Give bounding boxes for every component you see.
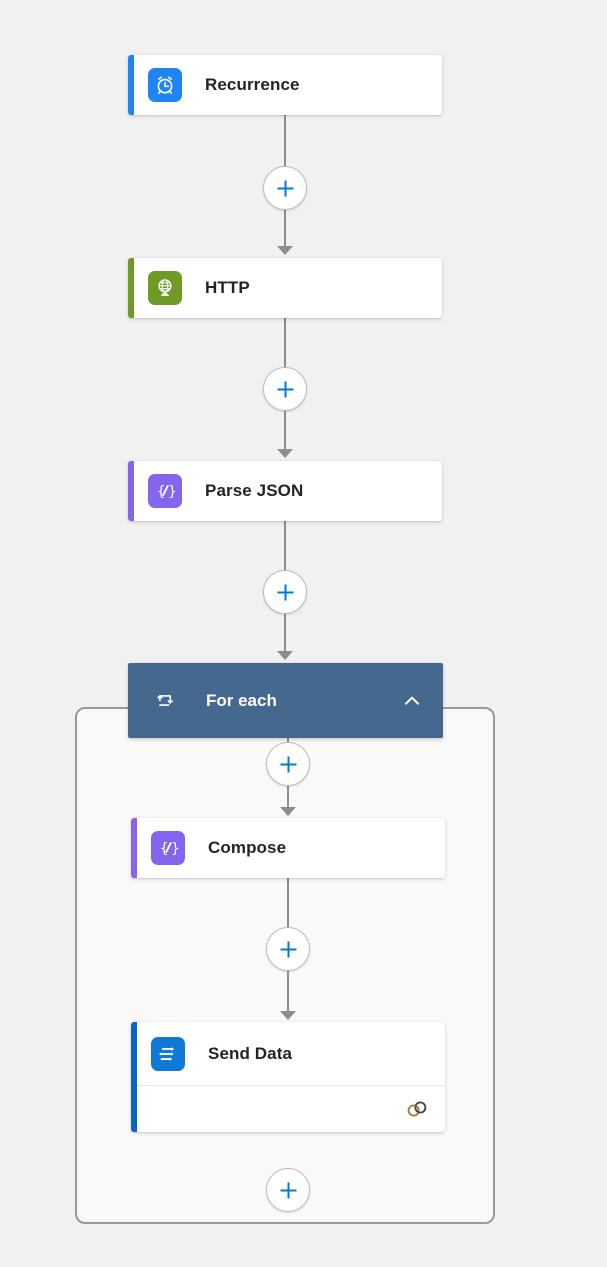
action-card-recurrence[interactable]: Recurrence [128,55,442,115]
action-card-send-data[interactable]: Send Data [131,1022,445,1132]
scope-card-label: For each [206,690,277,710]
plus-icon [277,584,293,600]
action-card-label: HTTP [205,278,250,297]
alarm-clock-icon [148,68,182,102]
loop-icon [153,689,176,712]
action-card-label: Parse JSON [205,481,304,500]
arrow-down-icon [277,651,293,660]
arrow-down-icon [277,246,293,255]
connection-link-icon[interactable] [402,1098,432,1120]
action-card-label: Compose [208,838,287,857]
braces-pencil-icon: { } [151,831,185,865]
action-card-compose[interactable]: { } Compose [131,818,445,878]
arrow-down-icon [280,807,296,816]
plus-icon [277,180,293,196]
accent-bar [131,818,137,878]
plus-icon [277,381,293,397]
accent-bar [128,55,134,115]
insert-step-button[interactable] [263,166,307,210]
svg-text:{: { [157,484,166,500]
insert-step-button[interactable] [266,742,310,786]
chevron-up-icon [404,696,420,705]
card-main-row: Send Data [131,1022,445,1085]
svg-text:}: } [168,484,176,500]
data-arrows-icon [151,1036,185,1071]
action-card-label: Send Data [208,1043,293,1063]
insert-step-button[interactable] [266,927,310,971]
arrow-down-icon [277,449,293,458]
card-divider [137,1085,445,1086]
plus-icon [280,1182,296,1198]
action-card-http[interactable]: HTTP [128,258,442,318]
action-card-label: Recurrence [205,75,300,94]
plus-icon [280,756,296,772]
scope-card-for-each[interactable]: For each [128,663,443,738]
insert-step-button[interactable] [263,570,307,614]
insert-step-button[interactable] [263,367,307,411]
globe-icon [148,271,182,305]
plus-icon [280,941,296,957]
action-card-parse-json[interactable]: { } Parse JSON [128,461,442,521]
svg-text:{: { [160,841,169,857]
accent-bar [131,1022,137,1132]
collapse-scope-button[interactable] [395,684,429,718]
accent-bar [128,258,134,318]
accent-bar [128,461,134,521]
braces-pencil-icon: { } [148,474,182,508]
insert-step-button[interactable] [266,1168,310,1212]
card-footer-row [131,1086,445,1132]
arrow-down-icon [280,1011,296,1020]
svg-text:}: } [171,841,179,857]
